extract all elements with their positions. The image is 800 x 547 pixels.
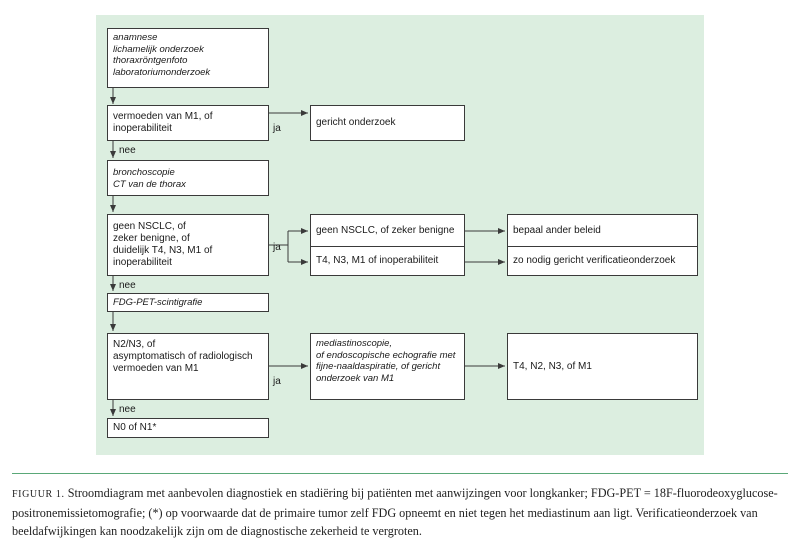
box-verificatie-text: zo nodig gericht verificatieonderzoek [513,255,676,266]
box-intake-line: lichamelijk onderzoek [113,43,204,55]
figure-caption: FIGUUR 1. Stroomdiagram met aanbevolen d… [12,484,788,540]
box-mediastinoscopie: mediastinoscopie, of endoscopische echog… [310,333,465,400]
box-m1-line: inoperabiliteit [113,123,172,134]
box-nsclc-line: duidelijk T4, N3, M1 of [113,245,213,256]
box-mediastino-line: onderzoek van M1 [316,372,395,384]
box-split: geen NSCLC, of zeker benigne T4, N3, M1 … [310,214,465,276]
box-nsclc: geen NSCLC, of zeker benigne, of duideli… [107,214,269,276]
box-n2-line: N2/N3, of [113,339,156,350]
box-nsclc-line: geen NSCLC, of [113,221,186,232]
box-beleid: bepaal ander beleid [508,215,697,247]
caption-text: Stroomdiagram met aanbevolen diagnostiek… [12,486,778,538]
label-nee: nee [119,280,136,291]
box-fdg-text: FDG-PET-scintigrafie [113,296,203,308]
box-bronchoscopie: bronchoscopie CT van de thorax [107,160,269,196]
caption-label: FIGUUR 1. [12,489,65,500]
box-t4-n2-n3-m1: T4, N2, N3, of M1 [507,333,698,400]
box-intake: anamnese lichamelijk onderzoek thoraxrön… [107,28,269,88]
box-mediastino-line: fijne-naaldaspiratie, of gericht [316,361,441,372]
box-split-top-text: geen NSCLC, of zeker benigne [316,224,455,236]
box-m1-line: vermoeden van M1, of [113,111,213,122]
box-n2-line: vermoeden van M1 [113,363,199,374]
box-mediastino-line: mediastinoscopie, [316,338,393,349]
label-nee: nee [119,404,136,415]
box-split-bottom: T4, N3, M1 of inoperabiliteit [311,246,464,276]
box-split-bottom-text: T4, N3, M1 of inoperabiliteit [316,255,439,266]
box-gericht-text: gericht onderzoek [316,117,396,128]
box-nsclc-line: inoperabiliteit [113,257,172,268]
box-t4n2-text: T4, N2, N3, of M1 [513,360,592,372]
box-verificatie: zo nodig gericht verificatieonderzoek [508,246,697,276]
box-broncho-line: bronchoscopie [113,167,175,178]
box-split-top: geen NSCLC, of zeker benigne [311,215,464,247]
box-fdg-pet: FDG-PET-scintigrafie [107,293,269,312]
label-ja: ja [273,242,281,253]
label-nee: nee [119,145,136,156]
box-mediastino-line: of endoscopische echografie met [316,349,456,361]
box-n0-n1: N0 of N1* [107,418,269,438]
box-n2-n3: N2/N3, of asymptomatisch of radiologisch… [107,333,269,400]
box-n0-text: N0 of N1* [113,422,157,433]
box-intake-line: thoraxröntgenfoto [113,55,188,66]
label-ja: ja [273,123,281,134]
box-outcome-split: bepaal ander beleid zo nodig gericht ver… [507,214,698,276]
box-intake-line: laboratoriumonderzoek [113,66,211,78]
box-intake-line: anamnese [113,32,158,43]
box-beleid-text: bepaal ander beleid [513,224,601,236]
box-broncho-line: CT van de thorax [113,178,186,190]
box-nsclc-line: zeker benigne, of [113,233,190,244]
box-n2-line: asymptomatisch of radiologisch [113,351,253,362]
box-gericht-onderzoek: gericht onderzoek [310,105,465,141]
label-ja: ja [273,376,281,387]
caption-divider [12,473,788,474]
box-m1-suspicion: vermoeden van M1, of inoperabiliteit [107,105,269,141]
